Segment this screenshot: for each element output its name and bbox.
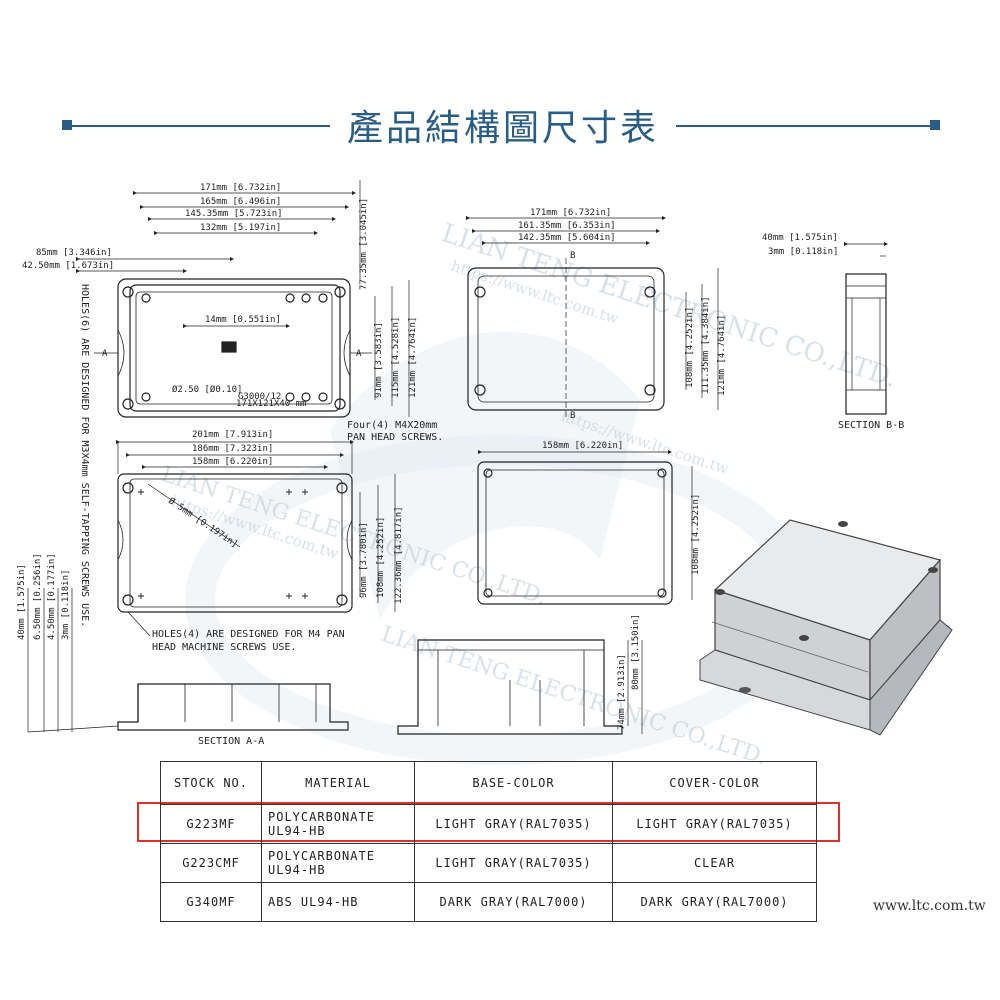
dim-base-14235: 142.35mm [5.604in] <box>518 233 616 243</box>
dim-top-4250: 42.50mm [1.673in] <box>22 261 114 271</box>
dim-top-121: 121mm [4.764in] <box>408 317 418 398</box>
section-aa-drawing <box>27 588 349 733</box>
dim-bottom-186: 186mm [7.323in] <box>192 444 273 454</box>
dim-top-14: 14mm [0.551in] <box>205 315 281 325</box>
title-bullet-left <box>62 120 72 130</box>
cell-stock: G340MF <box>160 882 262 922</box>
cell-base-color: DARK GRAY(RAL7000) <box>414 882 613 922</box>
dim-top-7735: 77.35mm [3.045in] <box>359 198 369 290</box>
title-banner: 產品結構圖尺寸表 <box>0 95 1000 155</box>
dim-bb-40: 40mm [1.575in] <box>762 233 838 243</box>
dim-side-80: 80mm [3.150in] <box>631 614 641 690</box>
dim-bottom-12236: 122.36mm [4.817in] <box>394 506 404 604</box>
website-link[interactable]: www.ltc.com.tw <box>873 898 986 914</box>
dim-bottom-158: 158mm [6.220in] <box>192 457 273 467</box>
cell-material-line2: UL94-HB <box>268 863 326 877</box>
section-marker-a-left: A <box>102 349 108 359</box>
base-view-drawing <box>465 215 719 418</box>
enclosure-3d-render <box>699 519 953 736</box>
dim-base-121: 121mm [4.764in] <box>717 315 727 396</box>
table-row: G223MF POLYCARBONATE UL94-HB LIGHT GRAY(… <box>160 804 817 844</box>
dim-base-11135: 111.35mm [4.384in] <box>701 296 711 394</box>
cell-cover-color: LIGHT GRAY(RAL7035) <box>612 804 817 844</box>
dim-base-108: 108mm [4.252in] <box>685 307 695 388</box>
cell-material: ABS UL94-HB <box>261 882 415 922</box>
lid-view-dimensions: 158mm [6.220in] 108mm [4.252in] <box>542 441 701 575</box>
dim-side-74: 74mm [2.913in] <box>617 654 627 730</box>
title-bullet-right <box>930 120 940 130</box>
section-bb-dimensions: 40mm [1.575in] 3mm [0.118in] SECTION B-B <box>762 233 904 431</box>
dim-aa-40: 40mm [1.575in] <box>17 564 27 640</box>
table-row: G223CMF POLYCARBONATE UL94-HB LIGHT GRAY… <box>160 843 817 883</box>
dim-lid-158: 158mm [6.220in] <box>542 441 623 451</box>
base-view-dimensions: 171mm [6.732in] 161.35mm [6.353in] 142.3… <box>518 208 727 421</box>
note-holes-top: HOLES(6) ARE DESIGNED FOR M3X4mm SELF-TA… <box>79 284 90 627</box>
cell-material: POLYCARBONATE UL94-HB <box>261 843 415 883</box>
cell-cover-color: CLEAR <box>612 843 817 883</box>
part-label-2: 171X121X40 mm <box>236 399 306 409</box>
cell-material-line1: POLYCARBONATE <box>268 810 375 824</box>
dim-bottom-96: 96mm [3.780in] <box>359 522 369 598</box>
dim-top-132: 132mm [5.197in] <box>200 223 281 233</box>
col-header-base-color: BASE-COLOR <box>414 761 613 805</box>
cell-material-line2: UL94-HB <box>268 824 326 838</box>
col-header-cover-color: COVER-COLOR <box>612 761 817 805</box>
table-row: G340MF ABS UL94-HB DARK GRAY(RAL7000) DA… <box>160 882 817 922</box>
dim-top-115: 115mm [4.528in] <box>391 317 401 398</box>
cell-stock: G223MF <box>160 804 262 844</box>
dim-top-14535: 145.35mm [5.723in] <box>185 209 283 219</box>
section-marker-a-right: A <box>356 349 362 359</box>
spec-table: STOCK NO. MATERIAL BASE-COLOR COVER-COLO… <box>160 761 817 922</box>
note-holes-bottom-2: HEAD MACHINE SCREWS USE. <box>152 642 297 653</box>
title-rule-right <box>676 125 938 127</box>
dim-aa-650: 6.50mm [0.256in] <box>33 553 43 640</box>
dim-aa-450: 4.50mm [0.177in] <box>47 553 57 640</box>
top-view-drawing <box>75 180 410 418</box>
dim-base-171: 171mm [6.732in] <box>530 208 611 218</box>
cell-stock: G223CMF <box>160 843 262 883</box>
section-bb-drawing <box>843 241 889 415</box>
section-bb-label: SECTION B-B <box>838 420 904 431</box>
dim-base-16135: 161.35mm [6.353in] <box>518 221 616 231</box>
dim-bb-3: 3mm [0.118in] <box>768 247 838 257</box>
cell-base-color: LIGHT GRAY(RAL7035) <box>414 804 613 844</box>
dim-lid-108: 108mm [4.252in] <box>691 494 701 575</box>
dim-top-91: 91mm [3.583in] <box>374 322 384 398</box>
note-holes-bottom-1: HOLES(4) ARE DESIGNED FOR M4 PAN <box>152 629 345 640</box>
cell-material-line1: POLYCARBONATE <box>268 849 375 863</box>
top-view-dimensions: 171mm [6.732in] 165mm [6.496in] 145.35mm… <box>22 183 443 627</box>
dim-bottom-108: 108mm [4.252in] <box>376 517 386 598</box>
side-section-dimensions: 74mm [2.913in] 80mm [3.150in] <box>617 614 641 730</box>
bottom-view-drawing <box>115 439 396 637</box>
section-marker-b-top: B <box>570 251 575 261</box>
dim-aa-3: 3mm [0.118in] <box>61 570 71 640</box>
page-title: 產品結構圖尺寸表 <box>346 108 659 149</box>
cell-base-color: LIGHT GRAY(RAL7035) <box>414 843 613 883</box>
col-header-stock: STOCK NO. <box>160 761 262 805</box>
section-aa-dimensions: 40mm [1.575in] 6.50mm [0.256in] 4.50mm [… <box>17 553 264 747</box>
note-screws-1: Four(4) M4X20mm <box>347 420 437 431</box>
dim-top-hole: Ø2.50 [Ø0.10] <box>172 384 242 395</box>
note-screws-2: PAN HEAD SCREWS. <box>347 432 443 443</box>
side-section-drawing <box>397 639 643 735</box>
section-marker-b-bottom: B <box>570 411 575 421</box>
part-label-1: G3000/12 <box>238 392 281 402</box>
dim-top-165: 165mm [6.496in] <box>200 197 281 207</box>
dim-top-85: 85mm [3.346in] <box>36 248 112 258</box>
section-aa-label: SECTION A-A <box>198 736 264 747</box>
col-header-material: MATERIAL <box>261 761 415 805</box>
cell-material: POLYCARBONATE UL94-HB <box>261 804 415 844</box>
table-header-row: STOCK NO. MATERIAL BASE-COLOR COVER-COLO… <box>160 761 817 805</box>
lid-view-drawing <box>477 449 693 605</box>
dim-bottom-201: 201mm [7.913in] <box>192 430 273 440</box>
title-rule-left <box>68 125 330 127</box>
dim-top-171: 171mm [6.732in] <box>200 183 281 193</box>
cell-cover-color: DARK GRAY(RAL7000) <box>612 882 817 922</box>
